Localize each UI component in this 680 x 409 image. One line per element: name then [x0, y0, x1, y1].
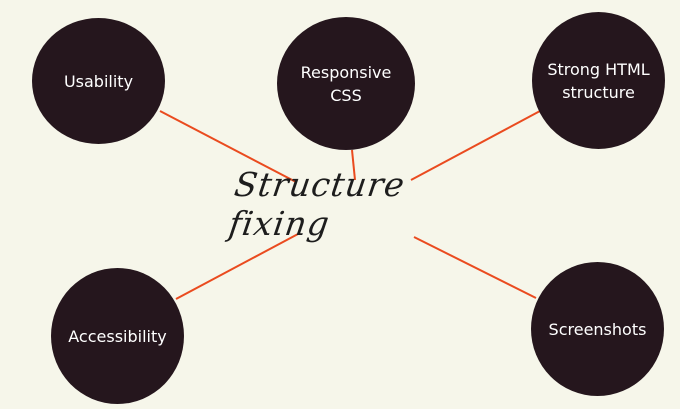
connector-responsive: [351, 149, 356, 181]
node-strong-html-structure: Strong HTML structure: [532, 12, 665, 149]
node-responsive-css: Responsive CSS: [277, 17, 415, 150]
node-screenshots: Screenshots: [531, 262, 664, 396]
connector-accessibility: [175, 233, 299, 300]
center-title: Structure fixing: [226, 165, 408, 243]
node-usability: Usability: [32, 18, 165, 144]
connector-html: [410, 110, 541, 181]
node-accessibility: Accessibility: [51, 268, 184, 404]
connector-screenshots: [413, 236, 537, 299]
connector-usability: [159, 110, 297, 183]
